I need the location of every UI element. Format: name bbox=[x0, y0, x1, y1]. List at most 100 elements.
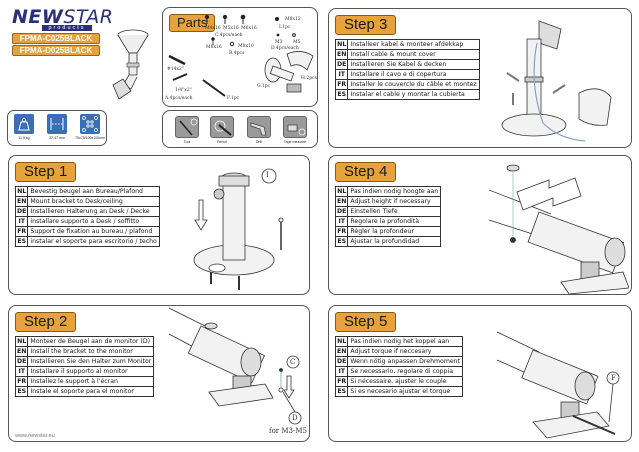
screen-size-icon bbox=[47, 114, 67, 134]
vesa-icon bbox=[80, 114, 100, 134]
model-badge: FPMA-C025BLACK bbox=[12, 33, 100, 44]
lang-code: DE bbox=[334, 59, 349, 70]
part-label: M5 bbox=[293, 40, 301, 45]
instruction-text: Instalar el cable y montar la cubierta bbox=[347, 89, 480, 100]
instruction-text: Install cable & mount cover bbox=[347, 49, 480, 60]
instruction-text: installare supporto a Desk / soffitto bbox=[27, 216, 160, 227]
instruction-text: Installieren Halterung an Desk / Decke bbox=[27, 206, 160, 217]
lang-code: IT bbox=[334, 69, 349, 80]
instruction-text: Installeer kabel & monteer afdekkap bbox=[347, 39, 480, 50]
model-badge: FPMA-D025BLACK bbox=[12, 45, 100, 56]
lang-code: DE bbox=[334, 206, 349, 217]
lang-code: NL bbox=[334, 39, 349, 50]
lang-code: EN bbox=[334, 49, 349, 60]
lang-code: DE bbox=[334, 356, 349, 367]
step-title: Step 5 bbox=[335, 312, 397, 332]
part-label: M3 bbox=[275, 40, 283, 45]
part-label: M5x16 bbox=[223, 26, 239, 31]
instruction-text: Installer le couvercle du câble et monte… bbox=[347, 79, 480, 90]
lang-code: NL bbox=[14, 186, 29, 197]
lang-code: EN bbox=[334, 346, 349, 357]
lang-code: ES bbox=[334, 89, 349, 100]
lang-code: FR bbox=[334, 226, 349, 237]
tape-measure-icon bbox=[283, 116, 307, 138]
part-label: M8x10 bbox=[238, 44, 254, 49]
part-label: M6x16 bbox=[241, 26, 257, 31]
specs-panel: 11,5 kg 37-47 mm 75x75/100x100mm bbox=[7, 110, 107, 146]
drill-icon bbox=[247, 116, 271, 138]
instruction-text: Instale el soporte para el monitor bbox=[27, 386, 155, 397]
lang-code: EN bbox=[14, 196, 29, 207]
instruction-text: Adjust height if necessary bbox=[347, 196, 442, 207]
instruction-text: Installare il cavo e di copertura bbox=[347, 69, 480, 80]
tool-label: Drill bbox=[255, 140, 263, 144]
instruction-text: Regolare la profondità bbox=[347, 216, 442, 227]
step-title: Step 1 bbox=[15, 162, 77, 182]
tool-label: Tape measure bbox=[283, 140, 307, 144]
instruction-text: instalar el soporte para escritorio / te… bbox=[27, 236, 160, 247]
tools-panel: Tool Pencil Drill Tape measure bbox=[162, 110, 318, 148]
instruction-text: Monteer de Beugel aan de monitor (D) bbox=[27, 336, 155, 347]
instruction-text: Installieren Sie den Halter zum Monitor bbox=[27, 356, 155, 367]
step-2-illustration bbox=[169, 307, 302, 425]
step-1-illustration bbox=[193, 168, 284, 290]
brand-name-bold: NEW bbox=[12, 6, 64, 28]
part-label: B.4pcs bbox=[229, 51, 245, 56]
step-title: Step 3 bbox=[335, 15, 397, 35]
lang-code: NL bbox=[334, 186, 349, 197]
tool-label: Pencil bbox=[217, 140, 227, 144]
lang-code: EN bbox=[334, 196, 349, 207]
brand-name-light: STAR bbox=[63, 6, 114, 28]
lang-code: ES bbox=[334, 386, 349, 397]
step-4-illustration bbox=[489, 164, 629, 294]
lang-code: IT bbox=[334, 366, 349, 377]
part-label: C.4pcs/each bbox=[215, 33, 243, 38]
part-label: M4x16 bbox=[205, 26, 221, 31]
step-3-illustration bbox=[501, 20, 612, 142]
instruction-text: Pas indien nodig hoogte aan bbox=[347, 186, 442, 197]
brand-logo: NEWSTAR products bbox=[12, 6, 113, 31]
instruction-text: Support de fixation au bureau / plafond bbox=[27, 226, 160, 237]
instruction-text: Bevestig beugel aan Bureau/Plafond bbox=[27, 186, 160, 197]
part-label: M8x12 bbox=[285, 17, 301, 22]
callout-label: D bbox=[292, 414, 298, 422]
instruction-text: Régler la profondeur bbox=[347, 226, 442, 237]
weight-icon bbox=[14, 114, 34, 134]
lang-code: EN bbox=[14, 346, 29, 357]
lang-code: FR bbox=[334, 376, 349, 387]
website-link[interactable]: www.newstar.eu bbox=[15, 433, 55, 439]
lang-code: IT bbox=[334, 216, 349, 227]
instruction-text: Adjust torque if neccesary bbox=[347, 346, 463, 357]
step-title: Step 4 bbox=[335, 162, 397, 182]
part-label: A.4pcs/each bbox=[165, 96, 193, 101]
lang-code: DE bbox=[14, 356, 29, 367]
instruction-text: Se necessario, regolare di coppia bbox=[347, 366, 463, 377]
lang-code: DE bbox=[14, 206, 29, 217]
